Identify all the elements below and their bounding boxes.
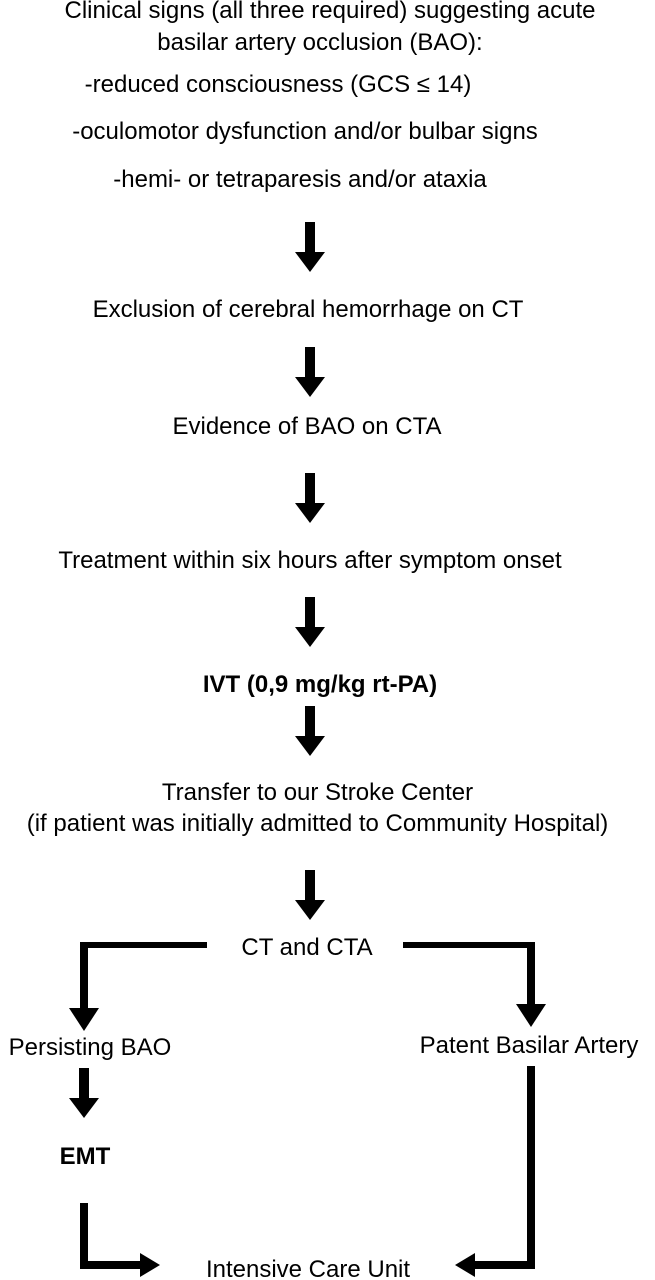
- title-line-2: basilar artery occlusion (BAO):: [157, 29, 483, 56]
- branch-right-horizontal-line: [403, 942, 535, 948]
- step-evidence-cta: Evidence of BAO on CTA: [172, 413, 442, 440]
- branch-right-down-arrowhead-icon: [516, 1004, 546, 1027]
- down-arrow-icon-4: [295, 597, 325, 647]
- down-arrow-icon-2: [295, 347, 325, 397]
- step-transfer-line-1: Transfer to our Stroke Center: [161, 779, 474, 806]
- branch-right-vertical-line: [527, 942, 535, 1007]
- criterion-reduced-consciousness: -reduced consciousness (GCS ≤ 14): [84, 71, 472, 98]
- down-arrow-icon-1: [295, 222, 325, 272]
- step-emt: EMT: [59, 1143, 111, 1170]
- title-line-1: Clinical signs (all three required) sugg…: [64, 0, 596, 24]
- step-transfer-line-2: (if patient was initially admitted to Co…: [26, 810, 609, 837]
- patent-connector-vertical-line: [527, 1066, 535, 1268]
- branch-right-label-patent-basilar: Patent Basilar Artery: [419, 1032, 639, 1059]
- step-transfer: Transfer to our Stroke Center (if patien…: [0, 777, 635, 839]
- criterion-oculomotor: -oculomotor dysfunction and/or bulbar si…: [72, 118, 538, 145]
- patent-connector-left-arrowhead-icon: [455, 1253, 475, 1277]
- branch-left-horizontal-line: [83, 942, 207, 948]
- branch-left-down-arrowhead-icon: [69, 1008, 99, 1031]
- down-arrow-icon-7: [69, 1068, 99, 1118]
- down-arrow-icon-5: [295, 706, 325, 756]
- step-exclusion-ct: Exclusion of cerebral hemorrhage on CT: [92, 296, 524, 323]
- branch-left-label-persisting-bao: Persisting BAO: [8, 1034, 172, 1061]
- step-ivt: IVT (0,9 mg/kg rt-PA): [202, 671, 438, 698]
- branch-left-vertical-line: [80, 942, 88, 1010]
- emt-connector-vertical-line: [80, 1203, 88, 1268]
- step-treatment-window: Treatment within six hours after symptom…: [58, 547, 562, 574]
- down-arrow-icon-6: [295, 870, 325, 920]
- decision-ct-cta: CT and CTA: [241, 934, 373, 961]
- emt-connector-horizontal-line: [80, 1261, 142, 1269]
- patent-connector-horizontal-line: [475, 1261, 535, 1269]
- emt-connector-right-arrowhead-icon: [140, 1253, 160, 1277]
- criterion-paresis-ataxia: -hemi- or tetraparesis and/or ataxia: [113, 166, 487, 193]
- outcome-intensive-care-unit: Intensive Care Unit: [205, 1256, 411, 1280]
- down-arrow-icon-3: [295, 473, 325, 523]
